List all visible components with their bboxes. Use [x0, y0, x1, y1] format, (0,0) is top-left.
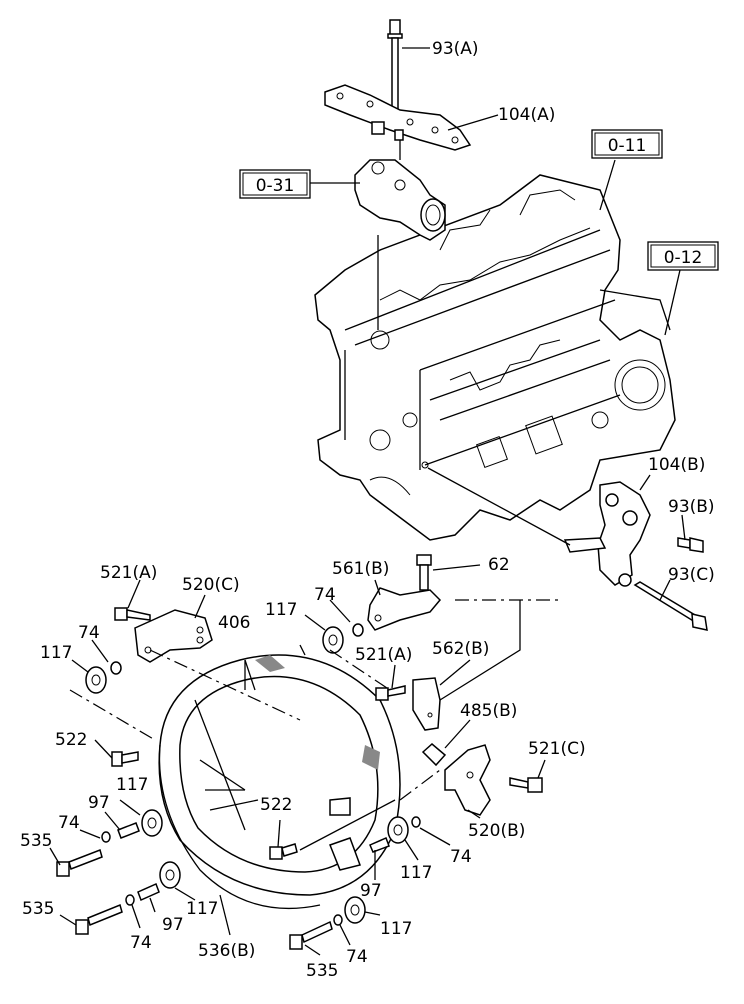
bracket-104b	[563, 481, 651, 587]
label-521a-mid: 521(A)	[355, 645, 412, 665]
ref-box-0-12: 0-12	[647, 241, 719, 271]
bushing-117-upper	[322, 626, 344, 654]
label-93b: 93(B)	[668, 497, 715, 517]
label-62: 62	[488, 555, 510, 575]
sleeve-97-a	[117, 822, 140, 839]
label-522-mid: 522	[260, 795, 292, 815]
label-97-b: 97	[360, 881, 382, 901]
label-74-f: 74	[346, 947, 368, 967]
leader-block-to-104b	[427, 467, 571, 546]
label-97-c: 97	[162, 915, 184, 935]
label-104b: 104(B)	[648, 455, 705, 475]
label-535-c: 535	[306, 961, 338, 981]
bolt-535-a	[56, 849, 103, 877]
bushing-117-f	[344, 896, 366, 924]
label-74-d: 74	[450, 847, 472, 867]
washer-74-e	[125, 894, 135, 906]
label-536b: 536(B)	[198, 941, 255, 961]
bracket-562b	[412, 677, 441, 731]
label-520b: 520(B)	[468, 821, 525, 841]
bushing-117-left	[85, 666, 107, 694]
label-117-f: 117	[380, 919, 412, 939]
callout-labels: 93(A) 104(A) 104(B) 93(B) 93(C) 62 561(B…	[20, 39, 715, 981]
washer-74-left	[110, 661, 122, 675]
ref-box-0-31: 0-31	[239, 169, 311, 199]
leader-lines	[49, 47, 686, 956]
label-117-e: 117	[186, 899, 218, 919]
bracket-520c	[134, 609, 213, 663]
ref-label-0-31: 0-31	[256, 176, 295, 196]
assembly-centerlines	[69, 599, 560, 851]
bracket-520b	[444, 744, 491, 816]
label-117-a: 117	[265, 600, 297, 620]
label-74-a: 74	[314, 585, 336, 605]
sleeve-97-b	[369, 836, 390, 853]
washer-74-c	[101, 831, 111, 843]
thermostat-housing	[354, 140, 446, 330]
label-521c: 521(C)	[528, 739, 586, 759]
label-117-b: 117	[40, 643, 72, 663]
label-93a: 93(A)	[432, 39, 479, 59]
bolt-93c	[633, 581, 708, 631]
bracket-561b	[367, 587, 442, 631]
label-561b: 561(B)	[332, 559, 389, 579]
ref-label-0-12: 0-12	[664, 248, 703, 268]
washer-74-upper	[352, 623, 364, 637]
bushing-117-c	[141, 809, 163, 837]
fan-shroud-536b	[158, 644, 401, 910]
washer-74-d	[411, 816, 421, 828]
label-74-b: 74	[78, 623, 100, 643]
washer-74-f	[333, 914, 343, 926]
engine-block	[314, 174, 676, 541]
label-522-left: 522	[55, 730, 87, 750]
label-520c: 520(C)	[182, 575, 240, 595]
label-74-e: 74	[130, 933, 152, 953]
bolt-535-b	[75, 903, 123, 935]
leader-406	[244, 659, 256, 691]
label-117-c: 117	[116, 775, 148, 795]
bolt-535-c	[289, 920, 333, 950]
label-74-c: 74	[58, 813, 80, 833]
label-485b: 485(B)	[460, 701, 517, 721]
bolt-522-left	[111, 751, 139, 767]
ref-label-0-11: 0-11	[608, 136, 647, 156]
label-406: 406	[218, 613, 250, 633]
label-521a-left: 521(A)	[100, 563, 157, 583]
label-562b: 562(B)	[432, 639, 489, 659]
sleeve-97-c	[137, 882, 160, 902]
label-535-a: 535	[20, 831, 52, 851]
bolt-521a-left	[114, 607, 151, 621]
label-93c: 93(C)	[668, 565, 715, 585]
bushing-117-d	[387, 816, 409, 844]
label-97-a: 97	[88, 793, 110, 813]
bolt-62	[416, 554, 432, 591]
bolt-93b	[677, 537, 704, 553]
bushing-117-e	[159, 861, 181, 889]
bolt-522-mid	[269, 843, 298, 860]
bolt-521a-mid	[375, 685, 406, 701]
bolt-93a	[387, 19, 403, 111]
label-104a: 104(A)	[498, 105, 555, 125]
bracket-104a	[324, 84, 472, 151]
bolt-521c	[509, 777, 543, 793]
label-535-b: 535	[22, 899, 54, 919]
ref-box-0-11: 0-11	[591, 129, 663, 159]
label-117-d: 117	[400, 863, 432, 883]
spacer-485b	[421, 743, 447, 767]
